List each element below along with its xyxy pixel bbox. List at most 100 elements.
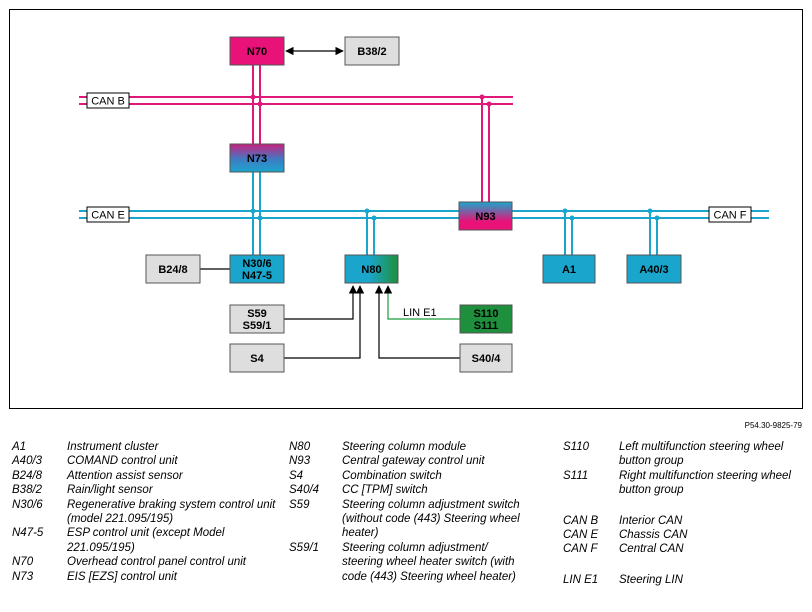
- legend-description: Regenerative braking system control unit…: [67, 498, 276, 526]
- lin-e1-link: [383, 285, 460, 320]
- svg-text:N47-5: N47-5: [242, 270, 272, 282]
- can-b-bus: [79, 96, 513, 105]
- legend-description: Steering column adjustment/ steering whe…: [342, 541, 516, 583]
- legend-code: N30/6: [12, 498, 43, 511]
- svg-text:S40/4: S40/4: [472, 353, 502, 365]
- node-n30-6-n47-5: N30/6 N47-5: [229, 254, 285, 284]
- legend-description: Central gateway control unit: [342, 455, 485, 468]
- node-b24-8: B24/8: [145, 254, 201, 284]
- legend-code: N80: [289, 441, 311, 453]
- svg-text:A40/3: A40/3: [639, 264, 668, 276]
- legend-description: Rain/light sensor: [67, 484, 153, 497]
- legend-code: B24/8: [12, 469, 43, 482]
- svg-text:A1: A1: [562, 264, 576, 276]
- legend-code: S4: [289, 469, 304, 482]
- n93-canb-link: [481, 97, 490, 202]
- node-s40-4: S40/4: [459, 343, 513, 373]
- legend-code: N70: [12, 556, 34, 569]
- legend-item: LIN E1 Steering LIN: [563, 573, 805, 587]
- n73-cane-link: [252, 172, 261, 255]
- legend-description: CC [TPM] switch: [342, 484, 428, 497]
- legend-item: N70 Overhead control panel control unit: [12, 555, 277, 569]
- legend-item: N93 Central gateway control unit: [289, 454, 529, 468]
- legend-description: Interior CAN: [619, 514, 683, 527]
- s40-4-n80-link: [374, 285, 460, 359]
- node-n73: N73: [229, 143, 285, 173]
- s59-n80-link: [284, 285, 358, 320]
- legend-code: CAN F: [563, 543, 598, 556]
- legend-code: N47-5: [12, 527, 44, 540]
- legend-code: CAN E: [563, 529, 599, 542]
- legend-code: S111: [563, 469, 589, 482]
- can-e-bus: [79, 210, 769, 219]
- node-s59-s59-1: S59 S59/1: [229, 304, 285, 334]
- legend-code: LIN E1: [563, 573, 599, 586]
- svg-text:S59/1: S59/1: [243, 320, 272, 332]
- svg-text:B38/2: B38/2: [357, 46, 386, 58]
- svg-text:N73: N73: [247, 153, 267, 165]
- legend-item: S111 Right multifunction steering wheel b…: [563, 469, 805, 498]
- node-s4: S4: [229, 343, 285, 373]
- node-n70: N70: [229, 36, 285, 66]
- legend-description: Overhead control panel control unit: [67, 556, 246, 569]
- svg-text:N80: N80: [361, 264, 381, 276]
- can-e-label: CAN E: [86, 206, 130, 223]
- legend-code: S110: [563, 441, 590, 453]
- legend-item: N73 EIS [EZS] control unit: [12, 570, 277, 584]
- legend-item: S40/4 CC [TPM] switch: [289, 483, 529, 497]
- legend-description: Left multifunction steering wheel button…: [619, 441, 784, 468]
- svg-text:B24/8: B24/8: [158, 264, 187, 276]
- legend-description: Steering LIN: [619, 573, 683, 586]
- legend-item: S110 Left multifunction steering wheel bu…: [563, 440, 805, 469]
- legend-code: A1: [12, 441, 27, 453]
- svg-text:S59: S59: [247, 308, 267, 320]
- svg-text:N70: N70: [247, 46, 267, 58]
- svg-text:CAN E: CAN E: [91, 210, 125, 222]
- legend-code: S40/4: [289, 484, 320, 497]
- legend-column-3: S110 Left multifunction steering wheel bu…: [563, 440, 805, 587]
- legend-description: Chassis CAN: [619, 529, 688, 542]
- legend-item: B38/2 Rain/light sensor: [12, 483, 277, 497]
- s4-n80-link: [284, 285, 365, 359]
- legend-description: COMAND control unit: [67, 455, 178, 468]
- legend-code: B38/2: [12, 484, 43, 497]
- legend-code: S59: [289, 498, 310, 511]
- svg-text:S111: S111: [474, 320, 498, 332]
- svg-text:N93: N93: [475, 211, 495, 223]
- legend-description: Central CAN: [619, 543, 684, 556]
- legend-item: N30/6 Regenerative braking system control…: [12, 498, 277, 527]
- node-n93: N93: [458, 201, 513, 231]
- legend-item: CAN F Central CAN: [563, 542, 805, 556]
- junction-dots: [250, 94, 660, 221]
- legend-description: Steering column adjustment switch (witho…: [342, 498, 520, 540]
- a40-3-cane-link: [649, 211, 658, 255]
- lin-e1-label: LIN E1: [403, 307, 437, 319]
- can-b-label: CAN B: [86, 92, 130, 109]
- legend-code: A40/3: [12, 455, 43, 468]
- legend-code: N73: [12, 570, 34, 583]
- legend-item: A40/3 COMAND control unit: [12, 454, 277, 468]
- svg-text:CAN F: CAN F: [714, 210, 747, 222]
- node-a1: A1: [542, 254, 596, 284]
- network-diagram: CAN B CAN E CAN F LIN E1 N70 B38/2 N73 N…: [9, 9, 803, 409]
- legend-item: S59 Steering column adjustment switch (wi…: [289, 498, 529, 541]
- figure-reference: P54.30-9825-79: [744, 421, 802, 430]
- svg-text:N30/6: N30/6: [242, 258, 271, 270]
- node-s110-s111: S110 S111: [459, 304, 513, 334]
- legend-description: Instrument cluster: [67, 441, 159, 453]
- a1-cane-link: [564, 211, 573, 255]
- svg-text:CAN B: CAN B: [91, 96, 125, 108]
- legend-code: N93: [289, 455, 311, 468]
- legend-item: CAN E Chassis CAN: [563, 528, 805, 542]
- svg-text:S4: S4: [250, 353, 264, 365]
- legend-description: Right multifunction steering wheel butto…: [619, 469, 791, 497]
- legend-description: EIS [EZS] control unit: [67, 570, 177, 583]
